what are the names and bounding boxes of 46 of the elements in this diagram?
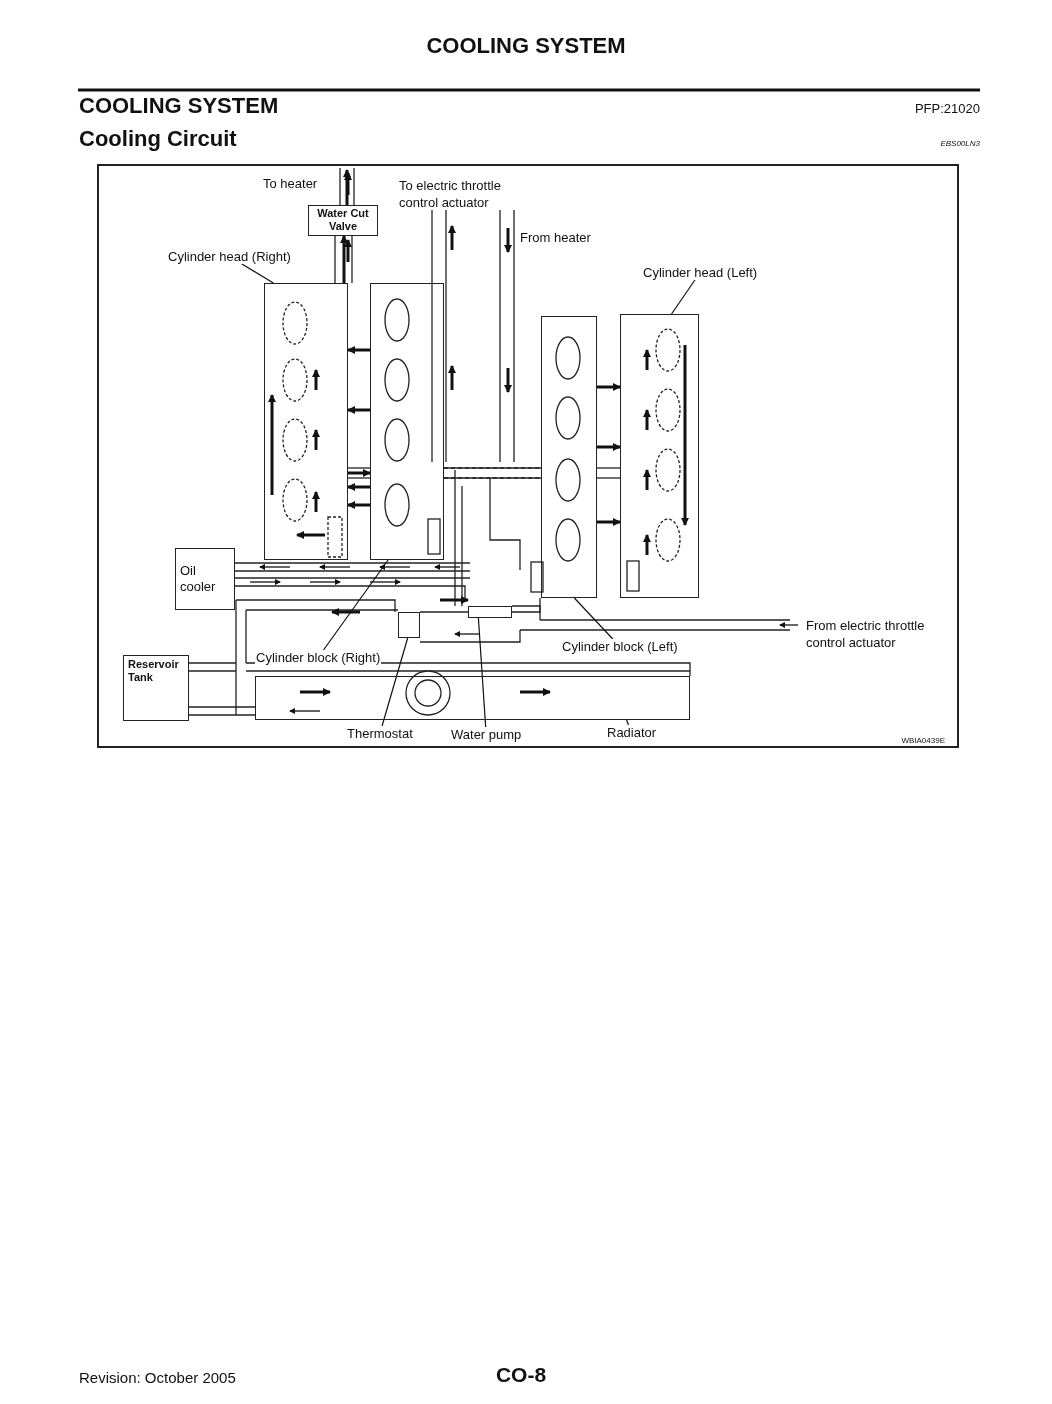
thermostat-housing (398, 612, 420, 638)
section-subheading: Cooling Circuit (79, 126, 237, 152)
flow-arrow (347, 346, 370, 354)
revision-note: Revision: October 2005 (79, 1369, 236, 1386)
leader-line (573, 597, 614, 640)
leader-line (241, 263, 274, 284)
flow-arrow (348, 469, 371, 477)
flow-arrow (340, 235, 348, 283)
flow-arrow (347, 501, 370, 509)
cylinder-head-outline (620, 314, 699, 598)
leader-line (322, 559, 389, 651)
flow-label: To electric throttle control actuator (399, 177, 502, 211)
flow-label: From heater (520, 230, 591, 245)
part-code: PFP:21020 (913, 101, 980, 116)
flow-label: From electric throttle control actuator (806, 617, 926, 651)
figure-code: WBIA0439E (900, 736, 945, 745)
cylinder-head-outline (264, 283, 348, 560)
flow-label: To heater (263, 176, 318, 191)
leader-line (477, 617, 487, 728)
section-heading: COOLING SYSTEM (79, 93, 279, 119)
flow-arrow (597, 383, 621, 391)
part-label: Cylinder head (Left) (642, 265, 759, 280)
cylinder-block-outline (541, 316, 597, 598)
reservoir-tank-box: Reservoir Tank (123, 655, 189, 721)
part-label: Water pump (450, 727, 523, 742)
page-title: COOLING SYSTEM (425, 33, 627, 59)
flow-arrow (597, 518, 621, 526)
part-label: Thermostat (346, 726, 414, 741)
part-label: Cylinder block (Left) (561, 639, 679, 654)
flow-arrow (597, 443, 621, 451)
reference-code: EBS00LN3 (939, 139, 980, 148)
valve-box: Water Cut Valve (308, 205, 378, 236)
cylinder-block-outline (370, 283, 444, 560)
flow-arrow (343, 169, 351, 205)
page-number: CO-8 (494, 1363, 548, 1387)
water-pump-housing (468, 606, 512, 618)
flow-arrow (347, 483, 370, 491)
radiator-outline (255, 676, 690, 720)
part-label: Radiator (606, 725, 658, 740)
leader-line (381, 637, 409, 727)
part-label: Cylinder head (Right) (167, 249, 292, 264)
part-label: Cylinder block (Right) (255, 650, 382, 665)
leader-line (670, 279, 696, 315)
flow-arrow (347, 406, 370, 414)
leader-line (626, 719, 630, 726)
oil-cooler-box: Oil cooler (175, 548, 235, 610)
